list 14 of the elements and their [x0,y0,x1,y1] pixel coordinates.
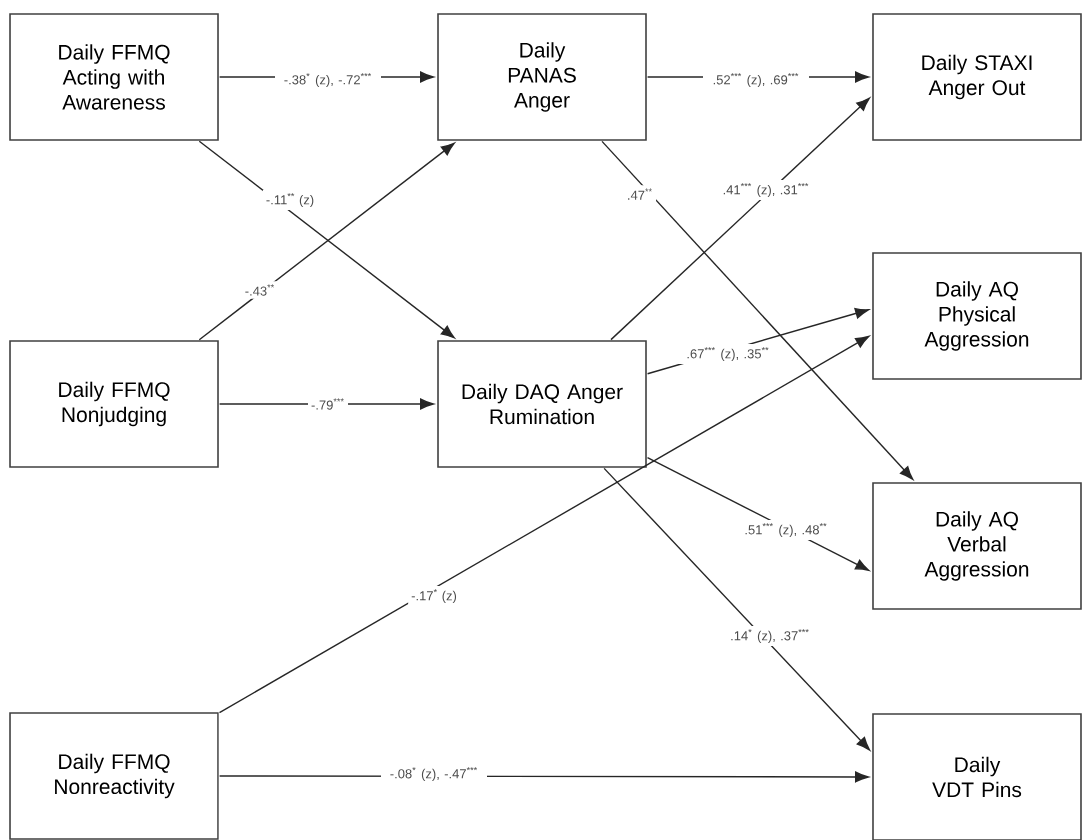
arrow [610,97,870,341]
arrow [603,467,871,751]
arrow [218,398,434,410]
measure-box: Daily FFMQ Nonreactivity [9,712,219,840]
arrow [218,335,870,714]
measure-box: Daily DAQ Anger Rumination [437,340,647,468]
measure-box: Daily AQ Physical Aggression [872,252,1082,380]
measure-box: Daily STAXI Anger Out [872,13,1082,141]
measure-box: Daily VDT Pins [872,713,1082,840]
measure-box: Daily FFMQ Acting with Awareness [9,13,219,141]
measure-box: Daily FFMQ Nonjudging [9,340,219,468]
measure-box: Daily PANAS Anger [437,13,647,141]
arrow [601,140,914,480]
measure-box: Daily AQ Verbal Aggression [872,482,1082,610]
